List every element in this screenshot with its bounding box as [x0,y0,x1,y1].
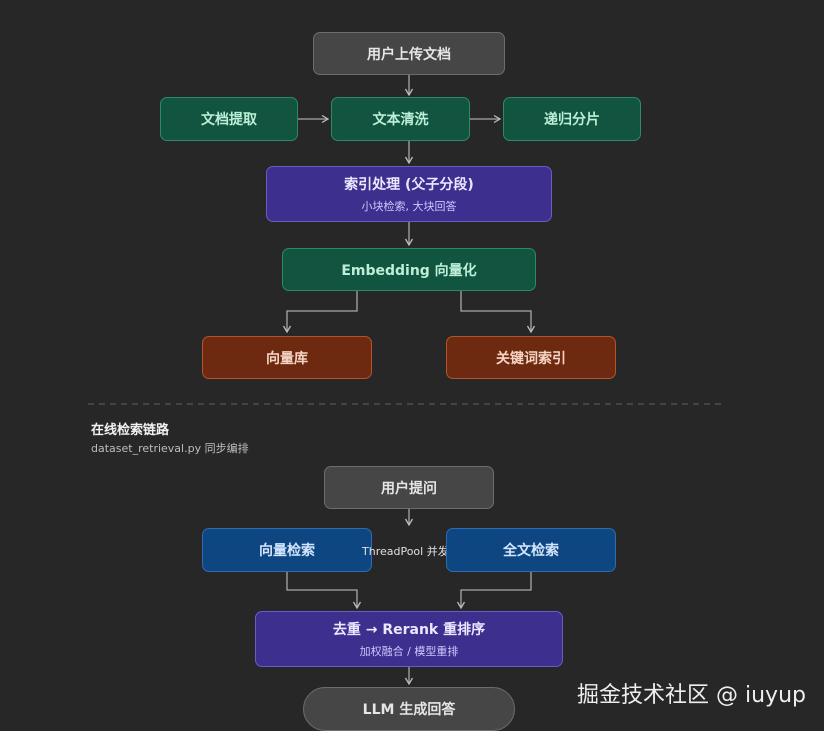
node-rerank-sub: 加权融合 / 模型重排 [359,645,459,658]
parallel-label: ThreadPool 并发 [362,545,449,558]
node-upload-label: 用户上传文档 [367,46,451,63]
node-rerank-title: 去重 → Rerank 重排序 [332,622,486,638]
section-title: 在线检索链路 [91,423,170,438]
edge-embedding-keyword [460,291,536,334]
node-llm-label: LLM 生成回答 [362,702,456,718]
node-rerank: 去重 → Rerank 重排序 加权融合 / 模型重排 [255,611,563,667]
node-embedding: Embedding 向量化 [282,248,536,291]
node-embedding-label: Embedding 向量化 [341,262,477,279]
node-extract: 文档提取 [160,97,298,141]
node-keyword-index: 关键词索引 [446,336,616,379]
node-vector-search: 向量检索 [202,528,372,572]
node-question-label: 用户提问 [381,480,437,497]
node-split-label: 递归分片 [544,112,600,128]
node-index-sub: 小块检索, 大块回答 [361,200,457,213]
watermark-text: 掘金技术社区 @ iuyup [577,683,806,708]
edge-fulltext-rerank [456,572,532,610]
node-fulltext-search: 全文检索 [446,528,616,572]
node-split: 递归分片 [503,97,641,141]
node-extract-label: 文档提取 [201,112,257,128]
node-llm: LLM 生成回答 [303,687,515,731]
edge-embedding-vectordb [282,291,358,334]
node-keyword-index-label: 关键词索引 [496,350,566,367]
node-index-title: 索引处理 (父子分段) [344,177,474,193]
node-index: 索引处理 (父子分段) 小块检索, 大块回答 [266,166,552,222]
node-vector-search-label: 向量检索 [259,543,315,559]
section-subtitle: dataset_retrieval.py 同步编排 [91,442,249,455]
edge-vector-rerank [286,572,362,610]
node-question: 用户提问 [324,466,494,509]
node-upload: 用户上传文档 [313,32,505,75]
node-vector-db-label: 向量库 [266,350,308,367]
node-clean-label: 文本清洗 [372,112,429,128]
node-clean: 文本清洗 [331,97,470,141]
node-fulltext-search-label: 全文检索 [503,543,559,559]
node-vector-db: 向量库 [202,336,372,379]
